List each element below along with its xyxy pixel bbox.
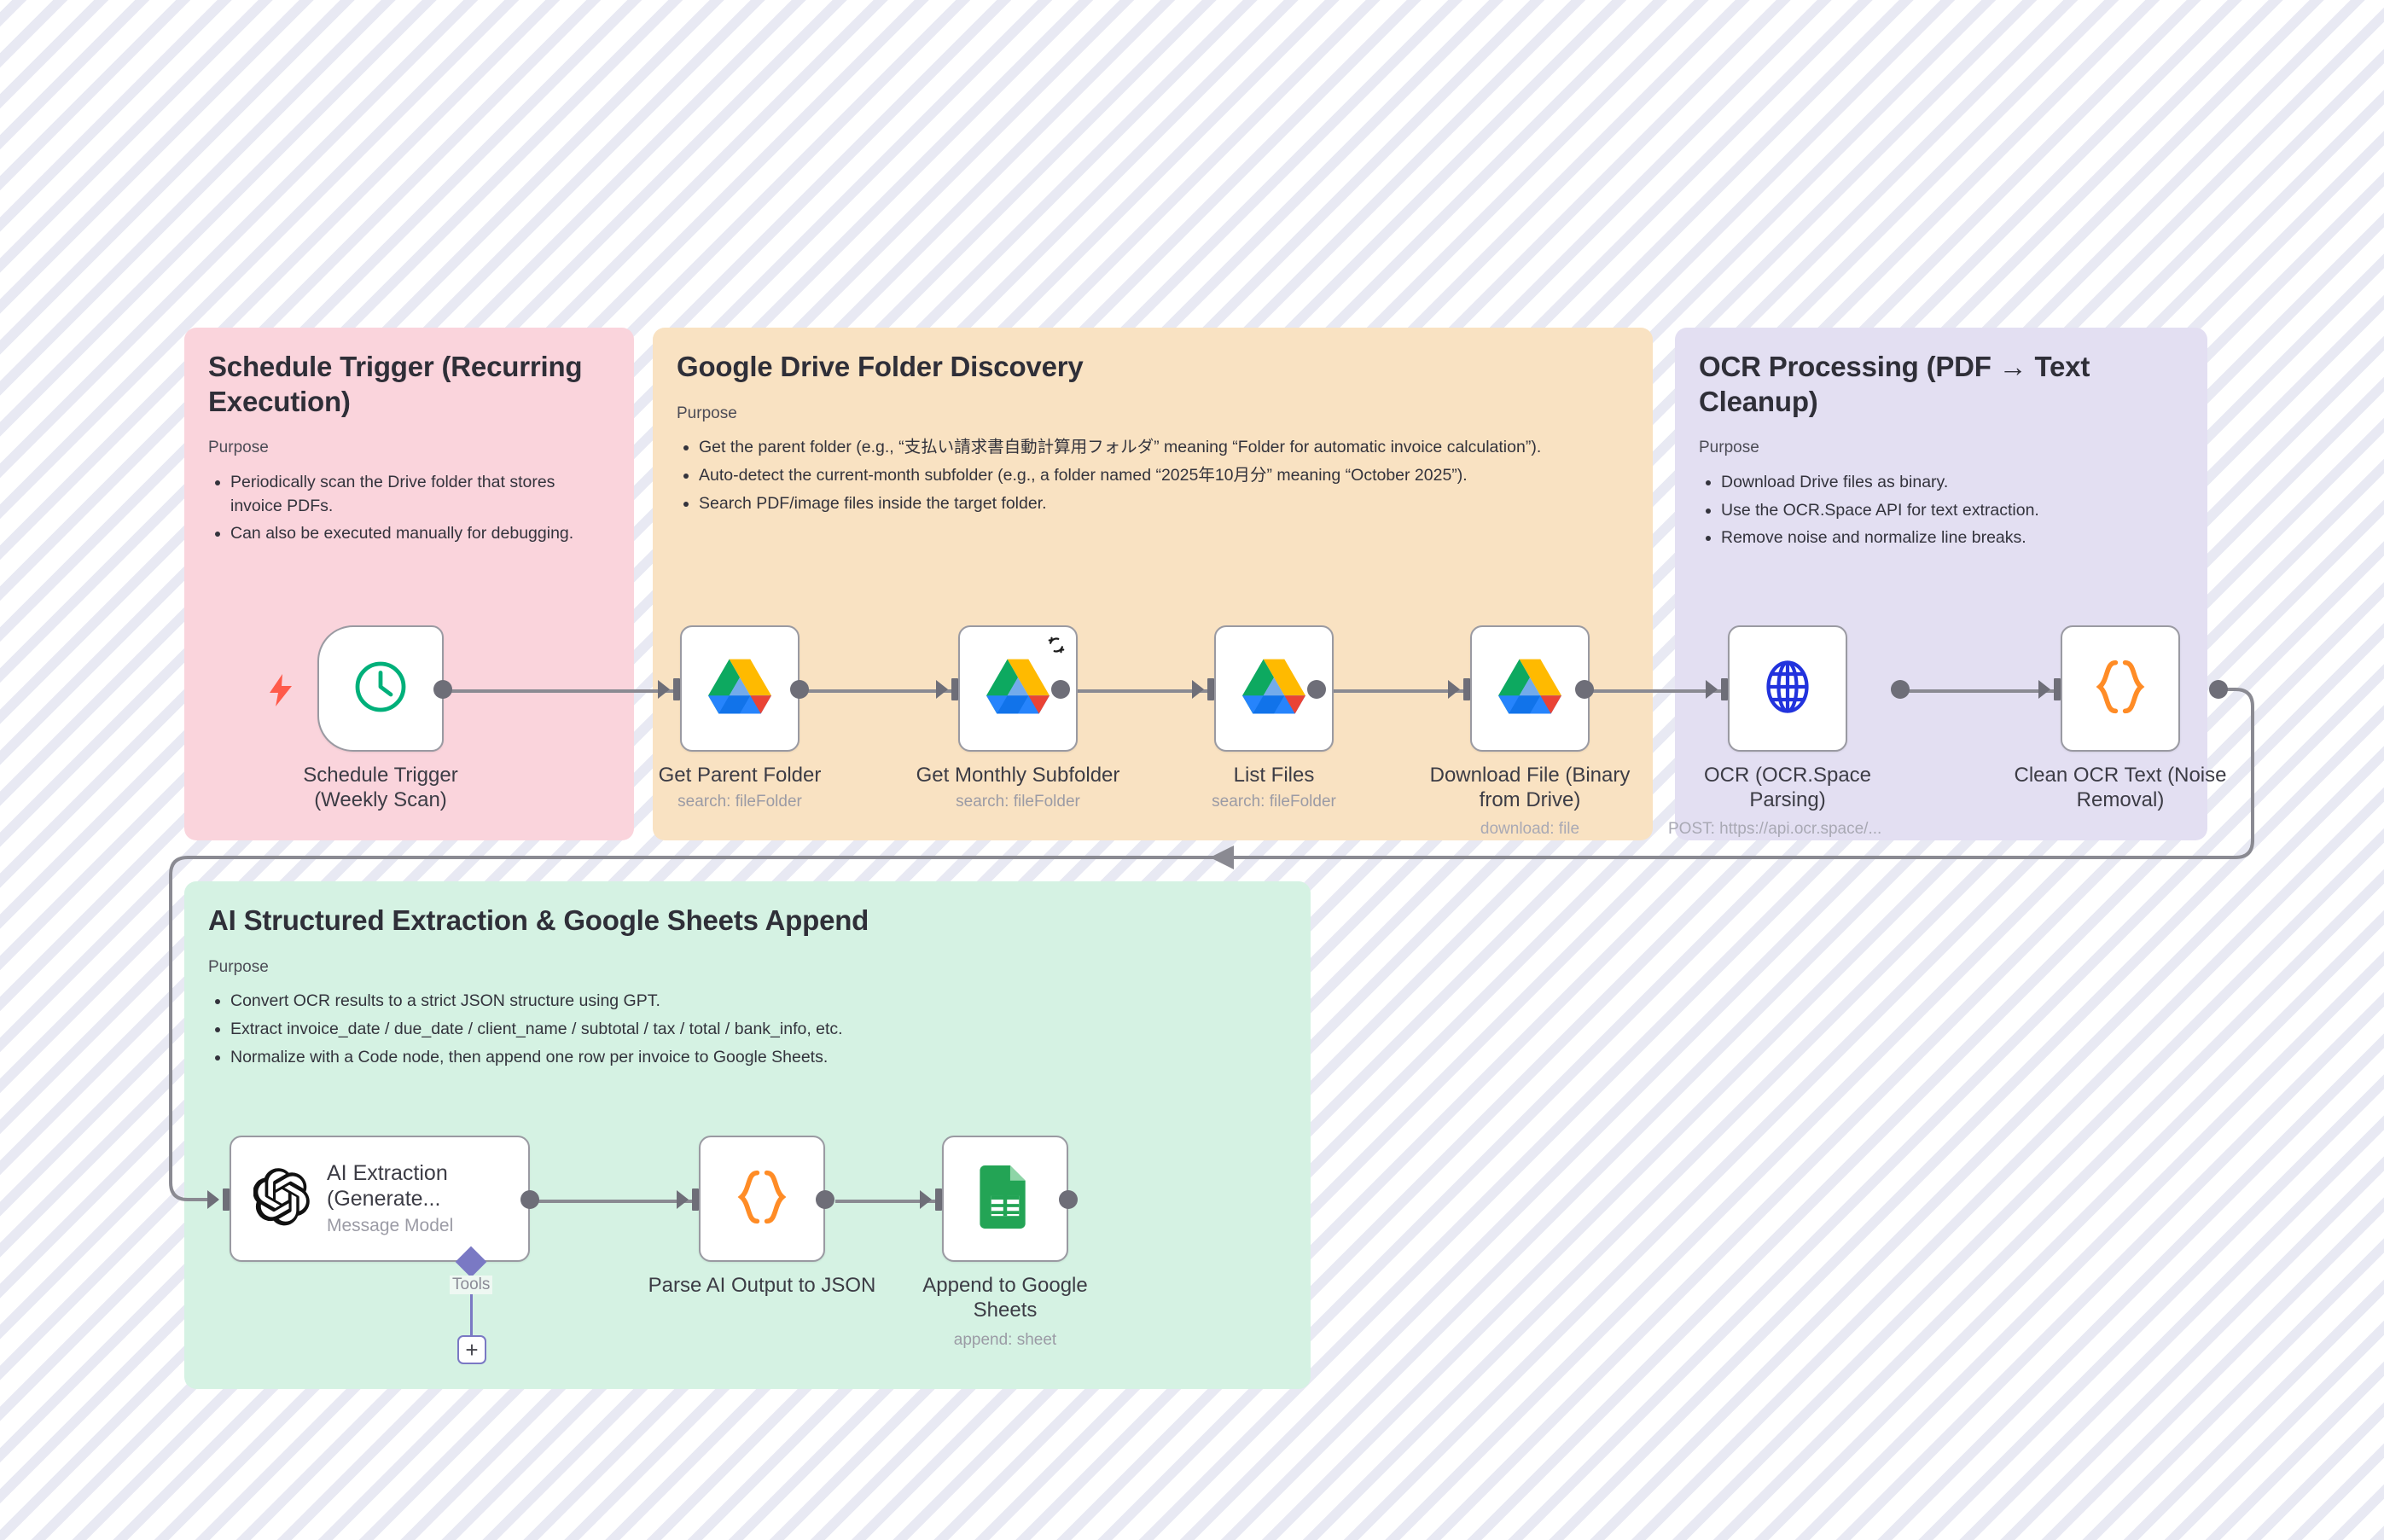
port-in-bar-clean-ocr (2054, 678, 2061, 700)
list-item: Search PDF/image files inside the target… (699, 492, 1629, 516)
list-item: Convert OCR results to a strict JSON str… (230, 990, 1287, 1014)
lightning-bolt-icon (270, 674, 292, 712)
list-item: Extract invoice_date / due_date / client… (230, 1018, 1287, 1042)
panel-title: Schedule Trigger (Recurring Execution) (208, 351, 583, 417)
port-out-download-file[interactable] (1575, 680, 1594, 699)
port-out-clean-ocr[interactable] (2209, 680, 2228, 699)
panel-title: AI Structured Extraction & Google Sheets… (208, 904, 869, 936)
port-in-bar-get-parent-folder (673, 678, 680, 700)
port-out-ocr[interactable] (1891, 680, 1910, 699)
node-schedule-trigger[interactable] (317, 625, 444, 752)
panel-bullet-list: Get the parent folder (e.g., “支払い請求書自動計算… (677, 436, 1629, 515)
panel-ocr-processing[interactable]: OCR Processing (PDF → Text Cleanup) Purp… (1675, 328, 2207, 840)
panel-bullet-list: Download Drive files as binary. Use the … (1699, 471, 2183, 550)
port-in-download-file (1448, 680, 1460, 699)
port-out-append-sheets[interactable] (1059, 1190, 1078, 1209)
port-in-ocr (1706, 680, 1718, 699)
list-item: Remove noise and normalize line breaks. (1721, 526, 2183, 550)
wire-ocr-to-clean (1898, 689, 2061, 693)
port-in-bar-append-sheets (935, 1188, 942, 1211)
wire-monthly-to-list (1061, 689, 1214, 693)
port-in-get-monthly-subfolder (936, 680, 948, 699)
node-get-monthly-subfolder[interactable] (958, 625, 1078, 752)
list-item: Can also be executed manually for debugg… (230, 522, 610, 546)
google-drive-icon (1242, 659, 1305, 719)
node-parse-ai-output[interactable] (699, 1136, 825, 1262)
wire-list-to-download (1317, 689, 1470, 693)
panel-drive-discovery[interactable]: Google Drive Folder Discovery Purpose Ge… (653, 328, 1653, 840)
globe-icon (1757, 656, 1818, 722)
port-in-bar-ocr (1721, 678, 1728, 700)
list-item: Get the parent folder (e.g., “支払い請求書自動計算… (699, 436, 1629, 460)
list-item: Download Drive files as binary. (1721, 471, 2183, 495)
list-item: Use the OCR.Space API for text extractio… (1721, 499, 2183, 523)
code-braces-icon (2093, 658, 2148, 720)
list-item: Auto-detect the current-month subfolder … (699, 464, 1629, 488)
node-download-file[interactable] (1470, 625, 1590, 752)
port-in-bar-get-monthly-subfolder (951, 678, 958, 700)
panel-title: OCR Processing (PDF → Text Cleanup) (1699, 351, 2090, 417)
node-caption-ai-extraction: AI Extraction (Generate... (327, 1161, 448, 1211)
openai-icon (253, 1167, 311, 1230)
wire-parent-to-monthly (800, 689, 953, 693)
port-in-bar-ai-extraction (223, 1188, 230, 1211)
port-in-bar-parse-ai-output (692, 1188, 699, 1211)
port-out-get-monthly-subfolder[interactable] (1051, 680, 1070, 699)
google-sheets-icon (980, 1165, 1031, 1233)
node-ocr[interactable] (1728, 625, 1847, 752)
panel-schedule-trigger[interactable]: Schedule Trigger (Recurring Execution) P… (184, 328, 634, 840)
panel-purpose-label: Purpose (677, 404, 737, 422)
port-out-schedule-trigger[interactable] (433, 680, 452, 699)
add-tool-button[interactable]: + (457, 1335, 486, 1364)
node-get-parent-folder[interactable] (680, 625, 800, 752)
google-drive-icon (708, 659, 771, 719)
port-out-ai-extraction[interactable] (520, 1190, 539, 1209)
node-sublabel-ai-extraction: Message Model (327, 1216, 454, 1235)
google-drive-icon (1498, 659, 1561, 719)
port-in-clean-ocr (2038, 680, 2050, 699)
wire-ai-to-parse (537, 1200, 699, 1203)
port-out-parse-ai-output[interactable] (816, 1190, 834, 1209)
node-clean-ocr-text[interactable] (2061, 625, 2180, 752)
node-ai-extraction[interactable]: AI Extraction (Generate... Message Model (230, 1136, 530, 1262)
port-out-list-files[interactable] (1307, 680, 1326, 699)
wire-trigger-to-parent (440, 689, 675, 693)
port-in-bar-download-file (1463, 678, 1470, 700)
list-item: Periodically scan the Drive folder that … (230, 471, 610, 518)
list-item: Normalize with a Code node, then append … (230, 1046, 1287, 1070)
panel-title: Google Drive Folder Discovery (677, 351, 1084, 382)
code-braces-icon (735, 1168, 789, 1230)
panel-bullet-list: Convert OCR results to a strict JSON str… (208, 990, 1287, 1069)
port-in-get-parent-folder (658, 680, 670, 699)
clock-icon (350, 656, 411, 722)
port-out-get-parent-folder[interactable] (790, 680, 809, 699)
node-append-to-google-sheets[interactable] (942, 1136, 1068, 1262)
panel-purpose-label: Purpose (1699, 439, 1759, 457)
port-in-bar-list-files (1207, 678, 1214, 700)
refresh-icon (1047, 636, 1066, 654)
port-in-parse-ai-output (677, 1190, 689, 1209)
ai-node-text: AI Extraction (Generate... Message Model (327, 1161, 528, 1236)
wire-parse-to-sheets (835, 1200, 942, 1203)
google-drive-icon (986, 659, 1050, 719)
panel-purpose-label: Purpose (208, 439, 269, 457)
tools-connector-line (470, 1271, 473, 1345)
panel-bullet-list: Periodically scan the Drive folder that … (208, 471, 610, 546)
port-in-append-sheets (920, 1190, 932, 1209)
port-in-ai-extraction (207, 1190, 219, 1209)
port-in-list-files (1192, 680, 1204, 699)
panel-purpose-label: Purpose (208, 957, 269, 976)
tools-label: Tools (450, 1276, 493, 1294)
